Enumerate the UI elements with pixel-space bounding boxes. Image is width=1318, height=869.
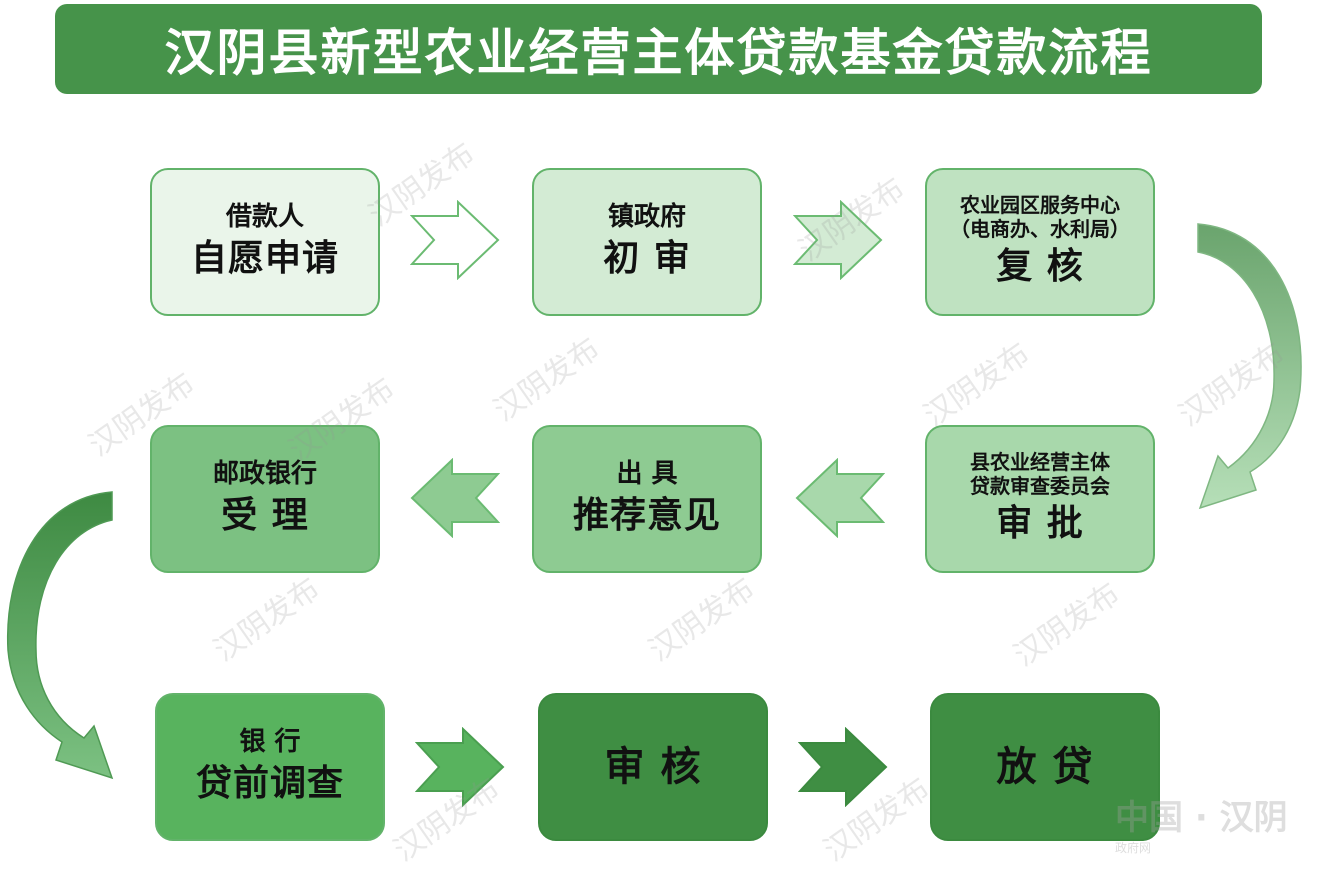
step-town-review: 镇政府 初 审: [532, 168, 762, 316]
arrow-left-icon: [410, 458, 500, 538]
step-bank-investigation: 银 行 贷前调查: [155, 693, 385, 841]
step-center-recheck-top2: （电商办、水利局）: [950, 216, 1130, 241]
step-center-recheck: 农业园区服务中心 （电商办、水利局） 复 核: [925, 168, 1155, 316]
step-center-recheck-main: 复 核: [996, 244, 1084, 287]
step-committee-approve: 县农业经营主体 贷款审查委员会 审 批: [925, 425, 1155, 573]
site-logo: 中国 · 汉阴 政府网: [1115, 790, 1288, 856]
step-committee-approve-top1: 县农业经营主体: [970, 449, 1110, 474]
step-center-recheck-top1: 农业园区服务中心: [960, 192, 1120, 217]
step-postal-bank-accept: 邮政银行 受 理: [150, 425, 380, 573]
watermark-text: 汉阴发布: [487, 331, 607, 429]
arrow-right-icon: [415, 727, 505, 807]
step-audit-main: 审 核: [604, 743, 702, 790]
step-bank-investigation-main: 贷前调查: [195, 762, 344, 805]
step-borrower-apply-main: 自愿申请: [190, 237, 339, 280]
step-town-review-main: 初 审: [603, 237, 691, 280]
step-disburse: 放 贷: [930, 693, 1160, 841]
arrow-left-icon: [795, 458, 885, 538]
step-audit: 审 核: [538, 693, 768, 841]
arrow-right-icon: [793, 200, 883, 280]
watermark-text: 汉阴发布: [1007, 576, 1127, 674]
step-postal-bank-accept-main: 受 理: [221, 494, 309, 537]
step-committee-approve-top2: 贷款审查委员会: [970, 473, 1110, 498]
page-title: 汉阴县新型农业经营主体贷款基金贷款流程: [55, 4, 1262, 94]
step-postal-bank-accept-top: 邮政银行: [212, 458, 317, 489]
step-recommendation-main: 推荐意见: [572, 494, 721, 537]
watermark-text: 汉阴发布: [917, 336, 1037, 434]
step-disburse-main: 放 贷: [996, 743, 1094, 790]
arrow-right-icon: [798, 727, 888, 807]
step-town-review-top: 镇政府: [607, 201, 686, 232]
curved-arrow-down-left-icon: [1197, 223, 1302, 510]
site-logo-sub: 政府网: [1115, 841, 1152, 855]
step-recommendation-top: 出 具: [616, 458, 678, 489]
watermark-text: 汉阴发布: [642, 571, 762, 669]
site-logo-main: 中国 · 汉阴: [1115, 798, 1288, 838]
step-borrower-apply: 借款人 自愿申请: [150, 168, 380, 316]
step-borrower-apply-top: 借款人: [225, 201, 304, 232]
watermark-text: 汉阴发布: [207, 571, 327, 669]
step-committee-approve-main: 审 批: [996, 501, 1084, 544]
step-recommendation: 出 具 推荐意见: [532, 425, 762, 573]
arrow-right-icon: [410, 200, 500, 280]
step-bank-investigation-top: 银 行: [239, 726, 301, 757]
curved-arrow-down-right-icon: [6, 491, 114, 780]
